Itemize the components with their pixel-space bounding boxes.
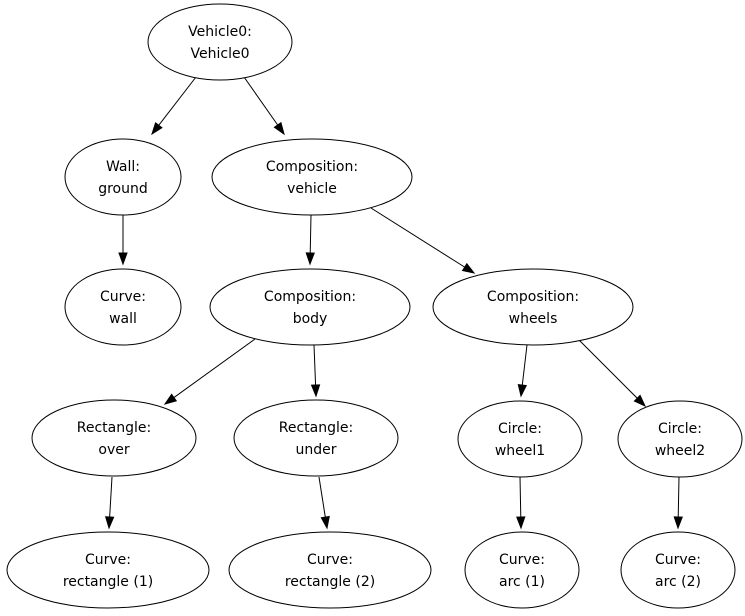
arrowhead-icon	[163, 393, 178, 405]
graph-node-curve_arc_1[interactable]: Curve: arc (1)	[464, 531, 580, 609]
edge-circle_wheel1-to-curve_arc_1	[516, 476, 526, 530]
edge-line	[173, 338, 256, 398]
edge-composition_wheels-to-circle_wheel2	[577, 338, 647, 408]
edge-composition_wheels-to-circle_wheel1	[517, 344, 528, 398]
node-label-name: body	[293, 311, 328, 327]
node-label-name: under	[295, 442, 336, 458]
node-ellipse[interactable]	[464, 531, 580, 609]
graph-node-circle_wheel2[interactable]: Circle: wheel2	[617, 400, 743, 478]
edge-wall_ground-to-curve_wall	[118, 215, 128, 266]
node-label-type: Curve:	[655, 552, 701, 568]
edge-line	[109, 476, 113, 518]
node-label-type: Composition:	[266, 159, 358, 175]
edge-line	[577, 338, 638, 399]
arrowhead-icon	[516, 516, 526, 530]
node-layer: Vehicle0:Vehicle0Wall:groundComposition:…	[6, 3, 743, 609]
node-label-name: vehicle	[287, 181, 337, 197]
node-ellipse[interactable]	[620, 531, 736, 609]
graph-node-curve_arc_2[interactable]: Curve: arc (2)	[620, 531, 736, 609]
node-label-name: rectangle (1)	[63, 574, 153, 590]
edge-vehicle0-to-composition_vehicle	[243, 76, 285, 136]
graph-node-curve_rectangle_2[interactable]: Curve: rectangle (2)	[228, 531, 432, 609]
node-ellipse[interactable]	[209, 268, 411, 346]
edge-rectangle_over-to-curve_rectangle_1	[104, 476, 115, 530]
edge-rectangle_under-to-curve_rectangle_2	[318, 476, 330, 530]
node-label-type: Curve:	[85, 552, 131, 568]
node-label-name: arc (2)	[655, 574, 701, 590]
edge-line	[677, 476, 680, 518]
node-ellipse[interactable]	[31, 399, 197, 477]
node-ellipse[interactable]	[6, 531, 210, 609]
arrowhead-icon	[517, 384, 528, 398]
node-label-name: wheels	[509, 311, 558, 327]
node-label-name: ground	[98, 181, 148, 197]
node-label-type: Circle:	[658, 421, 702, 437]
node-ellipse[interactable]	[64, 268, 182, 346]
arrowhead-icon	[310, 384, 321, 398]
edge-composition_body-to-rectangle_under	[310, 344, 321, 398]
graph-node-rectangle_over[interactable]: Rectangle: over	[31, 399, 197, 477]
edge-line	[521, 344, 528, 386]
node-label-type: Composition:	[264, 289, 356, 305]
edge-line	[158, 76, 197, 126]
node-label-name: over	[98, 442, 129, 458]
edge-line	[318, 476, 326, 518]
arrowhead-icon	[461, 262, 476, 274]
node-label-name: rectangle (2)	[285, 574, 375, 590]
graph-node-wall_ground[interactable]: Wall: ground	[64, 138, 182, 216]
node-ellipse[interactable]	[147, 3, 293, 81]
node-ellipse[interactable]	[233, 399, 399, 477]
graph-node-composition_vehicle[interactable]: Composition: vehicle	[211, 138, 413, 216]
edge-circle_wheel2-to-curve_arc_2	[673, 476, 683, 530]
node-ellipse[interactable]	[228, 531, 432, 609]
edge-line	[313, 344, 317, 386]
node-label-name: wall	[109, 311, 137, 327]
node-label-name: Vehicle0	[191, 46, 250, 62]
node-label-name: wheel2	[655, 443, 705, 459]
graph-node-circle_wheel1[interactable]: Circle: wheel1	[457, 400, 583, 478]
node-label-type: Curve:	[499, 552, 545, 568]
node-label-type: Composition:	[487, 289, 579, 305]
node-ellipse[interactable]	[617, 400, 743, 478]
edge-composition_vehicle-to-composition_body	[305, 214, 315, 266]
graph-node-composition_wheels[interactable]: Composition: wheels	[432, 268, 634, 346]
node-label-type: Vehicle0:	[188, 24, 252, 40]
arrowhead-icon	[104, 516, 115, 530]
node-ellipse[interactable]	[432, 268, 634, 346]
node-label-name: arc (1)	[499, 574, 545, 590]
arrowhead-icon	[320, 515, 330, 530]
node-ellipse[interactable]	[457, 400, 583, 478]
arrowhead-icon	[118, 252, 128, 266]
edge-composition_vehicle-to-composition_wheels	[370, 207, 476, 274]
edge-line	[243, 76, 279, 126]
graph-node-composition_body[interactable]: Composition: body	[209, 268, 411, 346]
node-label-type: Wall:	[106, 159, 140, 175]
arrowhead-icon	[305, 252, 315, 266]
arrowhead-icon	[151, 122, 163, 136]
arrowhead-icon	[273, 121, 285, 136]
node-ellipse[interactable]	[64, 138, 182, 216]
node-label-type: Curve:	[307, 552, 353, 568]
node-label-type: Rectangle:	[279, 420, 353, 436]
node-label-type: Curve:	[100, 289, 146, 305]
node-label-type: Circle:	[498, 421, 542, 437]
node-label-type: Rectangle:	[77, 420, 151, 436]
arrowhead-icon	[673, 516, 683, 530]
node-ellipse[interactable]	[211, 138, 413, 216]
graph-node-rectangle_under[interactable]: Rectangle: under	[233, 399, 399, 477]
arrowhead-icon	[633, 394, 647, 408]
graph-node-vehicle0[interactable]: Vehicle0: Vehicle0	[147, 3, 293, 81]
edge-layer	[104, 76, 683, 530]
graph-node-curve_rectangle_1[interactable]: Curve: rectangle (1)	[6, 531, 210, 609]
edge-line	[519, 476, 522, 518]
edge-vehicle0-to-wall_ground	[151, 76, 197, 136]
edge-composition_body-to-rectangle_over	[163, 338, 256, 405]
edge-line	[370, 207, 465, 268]
graph-node-curve_wall[interactable]: Curve: wall	[64, 268, 182, 346]
node-label-name: wheel1	[495, 443, 545, 459]
edge-line	[309, 214, 312, 254]
